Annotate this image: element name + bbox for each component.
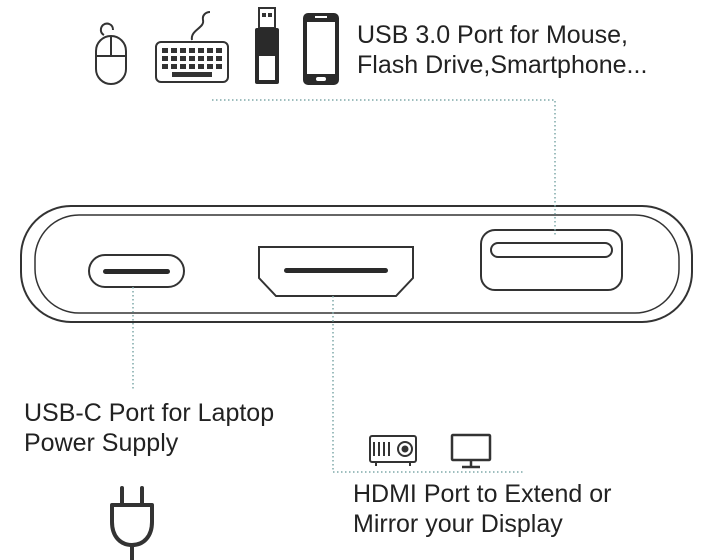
flash-drive-icon: [255, 7, 279, 84]
smartphone-icon: [303, 13, 339, 85]
usbc-label-line2: Power Supply: [24, 429, 179, 457]
projector-icon: [369, 435, 417, 466]
hdmi-port-label: HDMI Port to Extend or Mirror your Displ…: [353, 479, 611, 539]
usb-3-port: [480, 229, 623, 291]
monitor-icon: [450, 433, 492, 469]
power-plug-icon: [110, 486, 154, 560]
hdmi-port: [258, 246, 414, 297]
usbc-port-label: USB-C Port for Laptop Power Supply: [24, 398, 274, 458]
usb3-label-line1: USB 3.0 Port for Mouse,: [357, 21, 628, 49]
usbc-label-line1: USB-C Port for Laptop: [24, 399, 275, 427]
usb3-leader-line: [212, 99, 556, 237]
keyboard-icon: [155, 11, 229, 83]
mouse-icon: [95, 22, 127, 85]
leader-lines: [132, 99, 556, 473]
usb3-port-label: USB 3.0 Port for Mouse, Flash Drive,Smar…: [357, 20, 647, 80]
usb3-label-line2: Flash Drive,Smartphone...: [357, 51, 648, 79]
hdmi-leader-line: [332, 296, 525, 473]
usb-c-port: [88, 254, 185, 288]
hdmi-label-line2: Mirror your Display: [353, 510, 563, 538]
adapter-body: [20, 205, 693, 323]
hdmi-label-line1: HDMI Port to Extend or: [353, 480, 612, 508]
